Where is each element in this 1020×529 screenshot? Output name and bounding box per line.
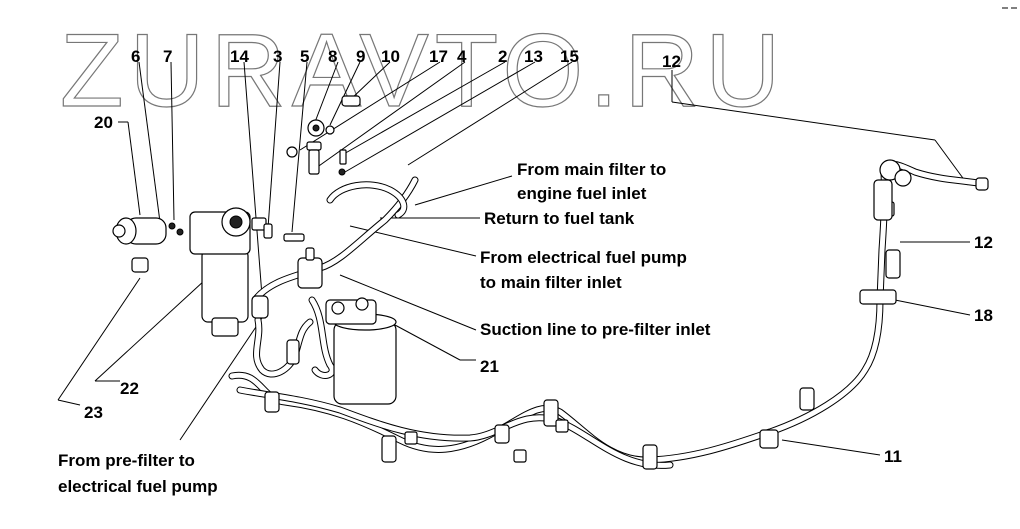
callout-23: 23 [84, 403, 103, 422]
callout-14: 14 [230, 47, 249, 66]
callout-5: 5 [300, 47, 309, 66]
callout-22: 22 [120, 379, 139, 398]
callout-7: 7 [163, 47, 172, 66]
callout-11: 11 [884, 447, 902, 466]
t-connector [297, 247, 323, 289]
callout-2: 2 [498, 47, 507, 66]
main-filter [325, 297, 397, 405]
callout-numbers: 6 7 14 3 5 8 9 10 17 4 2 13 15 12 20 12 … [84, 47, 993, 466]
leader-lines [57, 61, 971, 456]
label-suction: Suction line to pre-filter inlet [480, 320, 711, 339]
label-elec-pump-line2: to main filter inlet [480, 273, 622, 292]
callout-4: 4 [457, 47, 467, 66]
label-return-tank: Return to fuel tank [484, 209, 635, 228]
electric-pump [112, 217, 184, 273]
callout-17: 17 [429, 47, 448, 66]
callout-8: 8 [328, 47, 337, 66]
callout-15: 15 [560, 47, 579, 66]
callout-18: 18 [974, 306, 993, 325]
callout-6: 6 [131, 47, 140, 66]
connector-cluster [873, 159, 989, 221]
callout-9: 9 [356, 47, 365, 66]
watermark: ZURAVTO.RU [60, 13, 786, 129]
callout-3: 3 [273, 47, 282, 66]
label-prefilter-line1: From pre-filter to [58, 451, 195, 470]
pre-filter-assembly [189, 207, 267, 337]
bolts [263, 223, 305, 242]
fuel-lines [228, 160, 989, 469]
label-elec-pump-line1: From electrical fuel pump [480, 248, 687, 267]
callout-10: 10 [381, 47, 400, 66]
label-main-filter-line1: From main filter to [517, 160, 666, 179]
label-main-filter-line2: engine fuel inlet [517, 184, 647, 203]
line-labels: From main filter to engine fuel inlet Re… [58, 160, 711, 496]
label-prefilter-line2: electrical fuel pump [58, 477, 218, 496]
callout-12-top: 12 [662, 52, 681, 71]
callout-21: 21 [480, 357, 499, 376]
callout-12-right: 12 [974, 233, 993, 252]
fittings [286, 95, 361, 176]
callout-13: 13 [524, 47, 543, 66]
callout-20: 20 [94, 113, 113, 132]
